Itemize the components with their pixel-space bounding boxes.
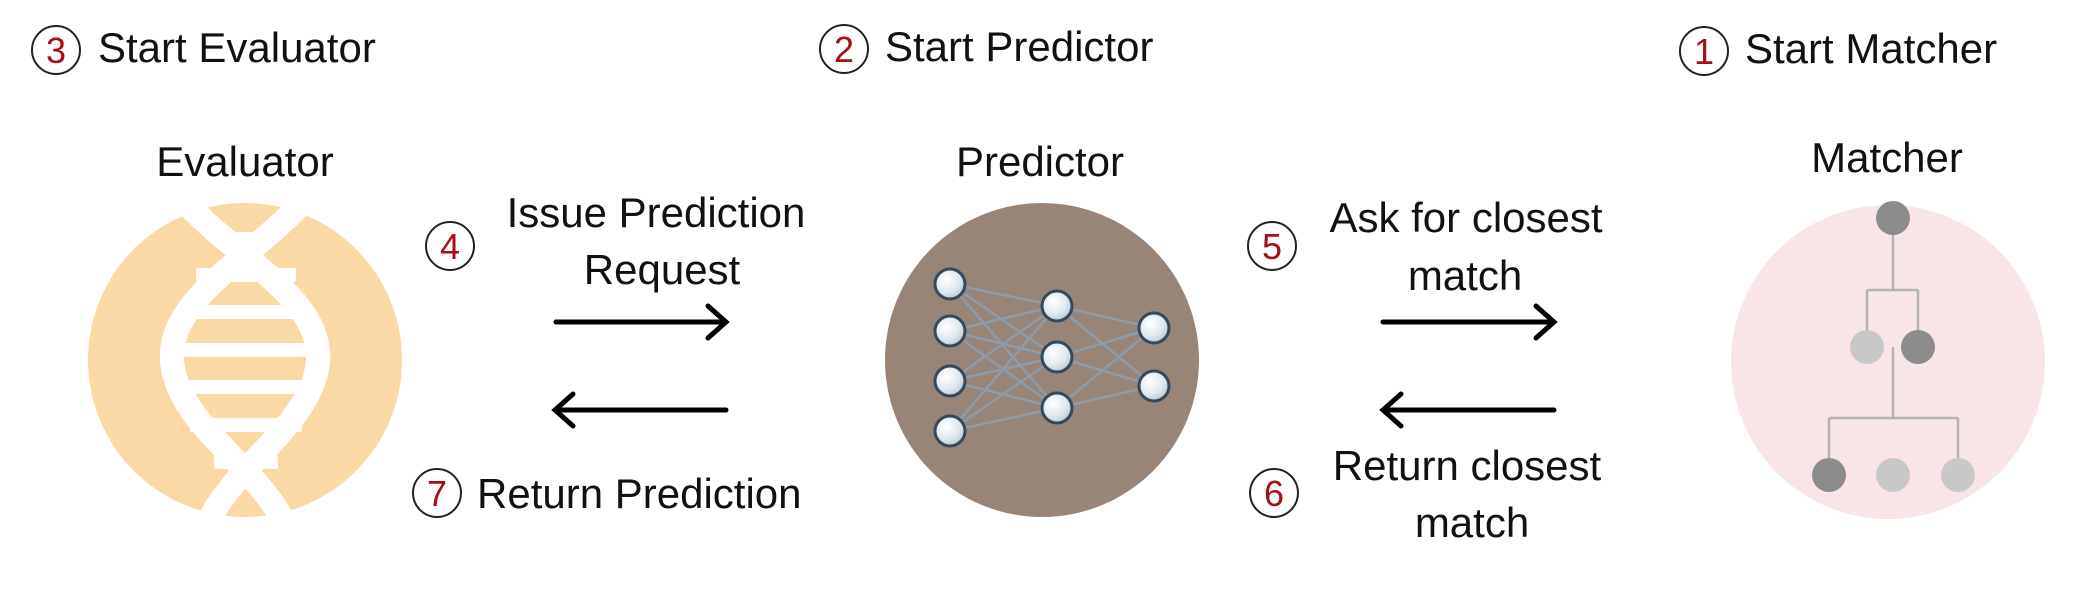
message-label-line1: Issue Prediction	[507, 189, 806, 236]
step-number: 4	[440, 226, 460, 267]
tree-leaf	[1812, 458, 1846, 492]
tree-leaf	[1876, 458, 1910, 492]
tree-hierarchy-icon	[1731, 201, 2045, 519]
predictor-title: Predictor	[956, 138, 1124, 185]
step-number: 1	[1694, 31, 1714, 72]
hidden-neuron	[1040, 340, 1074, 374]
tree-leaf	[1941, 458, 1975, 492]
arrow-right-icon	[553, 303, 730, 341]
input-neuron	[933, 314, 967, 348]
step-number: 2	[834, 29, 854, 70]
arrow-right-icon	[1380, 303, 1558, 341]
step-label: Start Predictor	[885, 23, 1153, 70]
output-neuron	[1137, 311, 1171, 345]
step-number: 5	[1262, 226, 1282, 267]
dna-helix-icon	[88, 193, 402, 527]
step-number: 7	[427, 473, 447, 514]
input-neuron	[933, 364, 967, 398]
message-ask-closest-match: 5 Ask for closest match	[1247, 194, 1603, 299]
arrow-left-icon	[1379, 391, 1557, 429]
neural-network-icon	[885, 203, 1199, 517]
tree-node	[1901, 330, 1935, 364]
output-neuron	[1137, 369, 1171, 403]
message-label-line1: Ask for closest	[1329, 194, 1602, 241]
message-return-prediction: 7 Return Prediction	[412, 468, 802, 518]
tree-node	[1850, 330, 1884, 364]
matcher-title: Matcher	[1811, 134, 1963, 181]
message-label-line1: Return closest	[1333, 442, 1602, 489]
step-start-evaluator: 3 Start Evaluator	[31, 24, 376, 75]
hidden-neuron	[1040, 391, 1074, 425]
message-issue-prediction-request: 4 Issue Prediction Request	[425, 189, 806, 293]
step-start-matcher: 1 Start Matcher	[1679, 25, 1997, 76]
step-label: Start Evaluator	[98, 24, 376, 71]
input-neuron	[933, 267, 967, 301]
message-return-closest-match: 6 Return closest match	[1249, 442, 1602, 546]
message-label: Return Prediction	[477, 470, 802, 517]
step-label: Start Matcher	[1745, 25, 1997, 72]
step-number: 3	[46, 30, 66, 71]
evaluator-title: Evaluator	[156, 138, 333, 185]
message-label-line2: match	[1408, 252, 1522, 299]
arrow-left-icon	[551, 391, 729, 429]
step-number: 6	[1264, 473, 1284, 514]
hidden-neuron	[1040, 289, 1074, 323]
tree-root-node	[1876, 201, 1910, 235]
message-label-line2: match	[1415, 499, 1529, 546]
step-start-predictor: 2 Start Predictor	[819, 23, 1153, 74]
input-neuron	[933, 414, 967, 448]
message-label-line2: Request	[584, 246, 741, 293]
